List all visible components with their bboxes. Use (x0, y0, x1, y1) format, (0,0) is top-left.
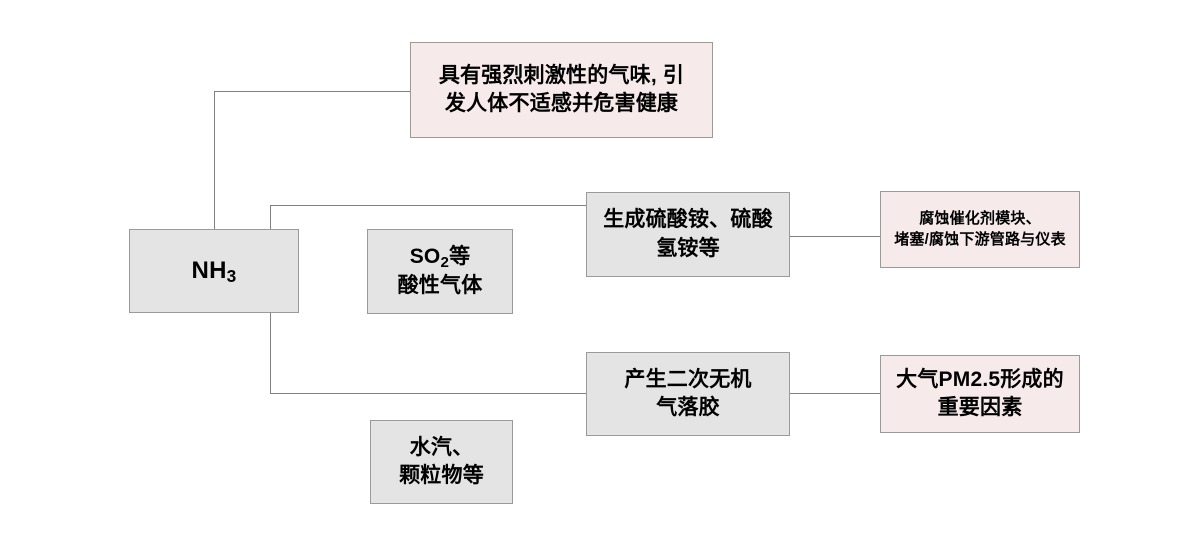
edge-aerosol-to-pm25-horizontal (789, 393, 881, 394)
node-secondary-inorganic-aerosol[interactable]: 产生二次无机 气落胶 (586, 352, 790, 436)
node-so2-acid-gas-label: SO2等酸性气体 (397, 245, 483, 297)
edge-nh3-to-odor-vertical (214, 91, 215, 237)
node-ammonium-sulfate-formation[interactable]: 生成硫酸铵、硫酸 氢铵等 (586, 192, 790, 277)
node-nh3[interactable]: NH3 (129, 229, 299, 313)
node-catalyst-corrosion-blockage-label: 腐蚀催化剂模块、 堵塞/腐蚀下游管路与仪表 (894, 210, 1066, 248)
node-secondary-inorganic-aerosol-label: 产生二次无机 气落胶 (624, 367, 752, 419)
node-ammonium-sulfate-formation-label: 生成硫酸铵、硫酸 氢铵等 (603, 208, 773, 260)
edge-nh3-to-sulfate-horizontal (270, 205, 587, 206)
node-odor-health-impact[interactable]: 具有强烈刺激性的气味, 引 发人体不适感并危害健康 (410, 42, 713, 138)
node-so2-acid-gas[interactable]: SO2等酸性气体 (367, 229, 513, 314)
node-nh3-label: NH3 (191, 256, 237, 286)
node-odor-health-impact-label: 具有强烈刺激性的气味, 引 发人体不适感并危害健康 (438, 63, 685, 115)
node-pm25-key-factor-label: 大气PM2.5形成的 重要因素 (896, 367, 1064, 419)
node-pm25-key-factor[interactable]: 大气PM2.5形成的 重要因素 (880, 355, 1080, 433)
node-water-vapor-particulates-label: 水汽、 颗粒物等 (399, 435, 484, 487)
node-catalyst-corrosion-blockage[interactable]: 腐蚀催化剂模块、 堵塞/腐蚀下游管路与仪表 (880, 191, 1080, 268)
edge-sulfate-to-corrosion-horizontal (789, 236, 881, 237)
edge-nh3-to-odor-horizontal (214, 91, 411, 92)
edge-nh3-to-aerosol-horizontal (270, 393, 587, 394)
node-water-vapor-particulates[interactable]: 水汽、 颗粒物等 (370, 420, 513, 504)
